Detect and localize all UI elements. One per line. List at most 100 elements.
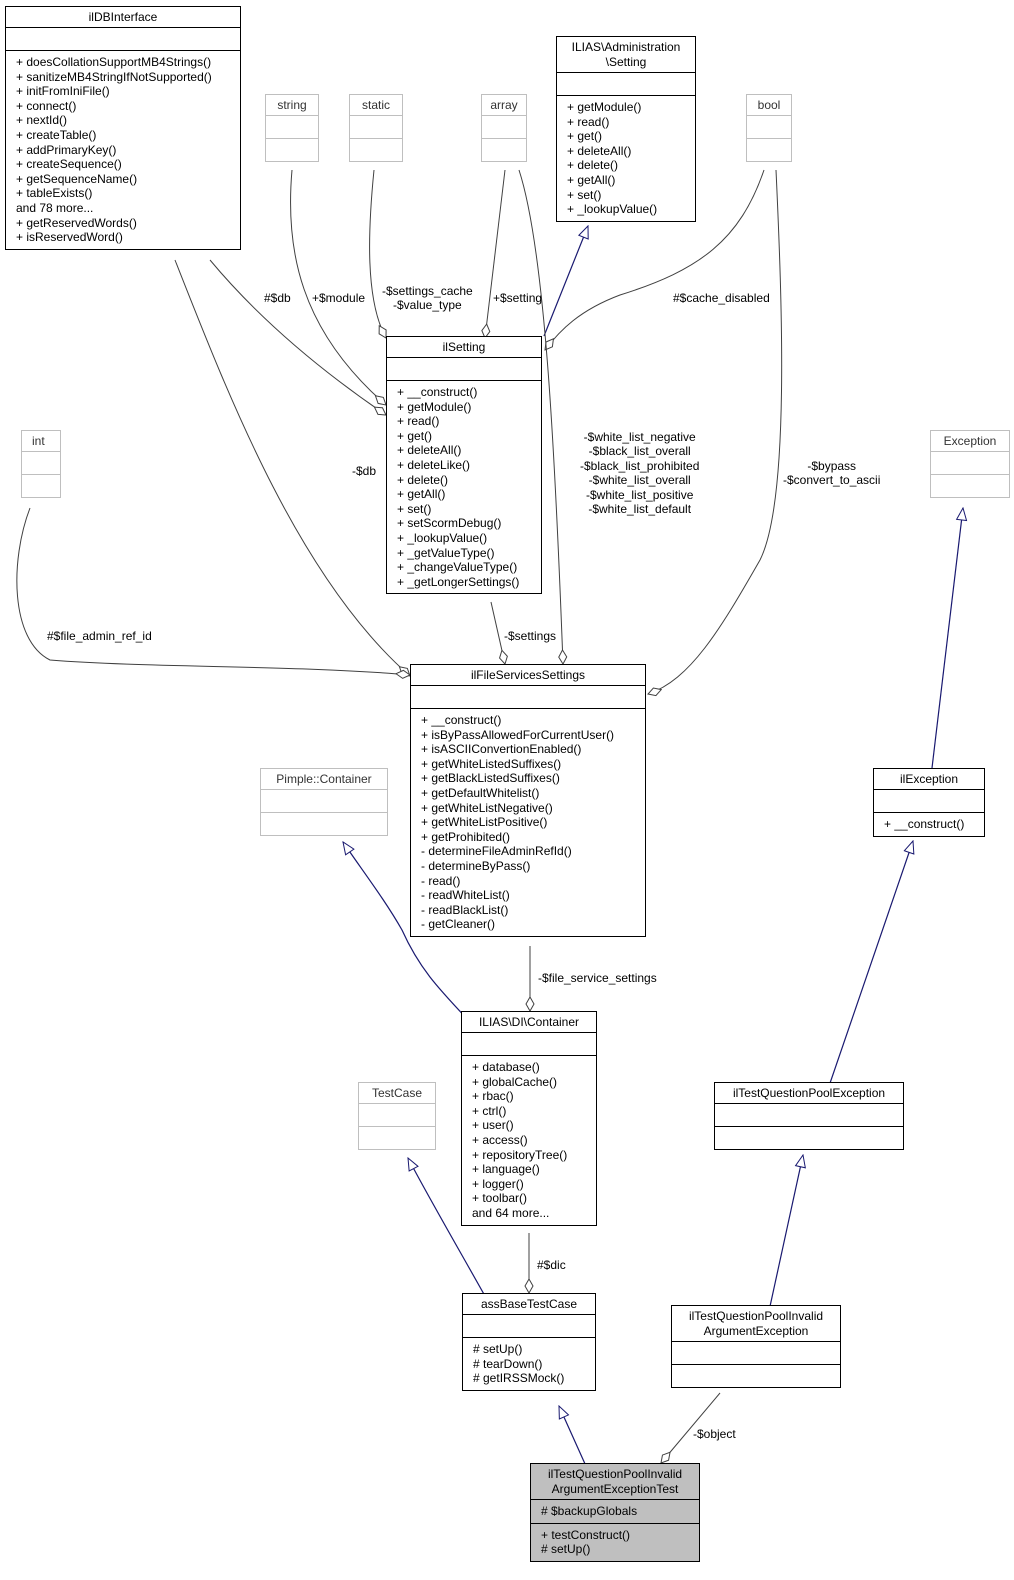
class-attributes: [715, 1104, 903, 1127]
class-member: + getProhibited(): [421, 829, 511, 844]
class-member: + testConstruct(): [541, 1527, 631, 1542]
class-static[interactable]: static: [349, 94, 403, 162]
edge-settings-to-filesettings: [490, 601, 508, 665]
edge-qpool-exception-extends-ilexception: [827, 841, 913, 1090]
class-title: ilException: [874, 769, 984, 790]
class-invalid-arg-exception[interactable]: ilTestQuestionPoolInvalid ArgumentExcept…: [671, 1305, 841, 1388]
class-methods: [266, 139, 318, 161]
class-member: + setScormDebug(): [397, 516, 502, 531]
class-member: + initFromIniFile(): [16, 84, 110, 99]
class-methods: + getModule()+ read()+ get()+ deleteAll(…: [557, 96, 695, 221]
class-title: ILIAS\DI\Container: [462, 1012, 596, 1033]
edge-label-module: +$module: [312, 291, 366, 305]
class-exception[interactable]: Exception: [930, 430, 1010, 498]
class-member: + doesCollationSupportMB4Strings(): [16, 55, 212, 69]
class-member: + sanitizeMB4StringIfNotSupported(): [16, 69, 212, 84]
class-member: - readBlackList(): [421, 902, 509, 917]
edge-invalid-arg-extends-qpool-exception: [768, 1155, 803, 1312]
class-member: + connect(): [16, 98, 77, 113]
class-member: + read(): [567, 114, 610, 129]
edge-label-object: -$object: [693, 1427, 736, 1441]
class-title: string: [266, 95, 318, 116]
class-bool[interactable]: bool: [746, 94, 792, 162]
class-string[interactable]: string: [265, 94, 319, 162]
class-array[interactable]: array: [481, 94, 527, 162]
class-admin-setting[interactable]: ILIAS\Administration \Setting + getModul…: [556, 36, 696, 222]
class-filesettings[interactable]: ilFileServicesSettings + __construct()+ …: [410, 664, 646, 937]
class-member: + toolbar(): [472, 1191, 528, 1206]
class-methods: [747, 139, 791, 161]
class-ilsetting[interactable]: ilSetting + __construct()+ getModule()+ …: [386, 336, 542, 595]
class-attributes: [557, 73, 695, 96]
class-ilexception[interactable]: ilException + __construct(): [873, 768, 985, 837]
class-di-container[interactable]: ILIAS\DI\Container + database()+ globalC…: [461, 1011, 597, 1226]
class-qpool-exception[interactable]: ilTestQuestionPoolException: [714, 1082, 904, 1150]
class-member: + access(): [472, 1132, 528, 1147]
edge-label-db-filesettings: -$db: [352, 464, 377, 478]
edge-db-to-ilsetting: [209, 259, 387, 416]
edge-di-container-extends-pimple: [343, 842, 472, 1024]
class-attributes: [22, 452, 60, 475]
class-member: - readWhiteList(): [421, 888, 510, 903]
class-member: + __construct(): [421, 713, 502, 727]
class-member: + getSequenceName(): [16, 171, 138, 186]
class-methods: [931, 475, 1009, 497]
class-title: ilTestQuestionPoolInvalid ArgumentExcept…: [531, 1464, 699, 1500]
edge-setting-attr-to-ilsetting: [481, 169, 506, 340]
class-title: assBaseTestCase: [463, 1294, 595, 1315]
edge-assbase-extends-testcase: [408, 1158, 491, 1306]
class-attributes: [931, 452, 1009, 475]
edge-bypass-to-filesettings: [647, 169, 783, 697]
class-attributes: [6, 28, 240, 51]
class-title: ilFileServicesSettings: [411, 665, 645, 686]
class-member: # setUp(): [473, 1342, 523, 1356]
class-member: + deleteAll(): [397, 443, 462, 458]
class-ildbinterface[interactable]: ilDBInterface + doesCollationSupportMB4S…: [5, 6, 241, 250]
class-methods: + database()+ globalCache()+ rbac()+ ctr…: [462, 1056, 596, 1225]
class-title: int: [22, 431, 60, 452]
class-int[interactable]: int: [21, 430, 61, 498]
class-member: + _changeValueType(): [397, 560, 518, 575]
class-member: + _lookupValue(): [567, 202, 658, 217]
edge-label-file-service-settings: -$file_service_settings: [538, 971, 657, 985]
class-member: + isASCIIConvertionEnabled(): [421, 742, 582, 757]
class-member: + getWhiteListNegative(): [421, 800, 553, 815]
class-member: + getWhiteListedSuffixes(): [421, 756, 562, 771]
class-title: bool: [747, 95, 791, 116]
class-member: + get(): [567, 129, 603, 144]
class-member: # $backupGlobals: [541, 1504, 638, 1518]
class-member: - getCleaner(): [421, 917, 496, 932]
class-assbasetestcase[interactable]: assBaseTestCase # setUp()# tearDown()# g…: [462, 1293, 596, 1391]
edge-label-settings: -$settings: [504, 629, 557, 643]
class-attributes: [747, 116, 791, 139]
class-member: + createTable(): [16, 127, 97, 142]
class-attributes: [463, 1315, 595, 1338]
class-member: # setUp(): [541, 1542, 591, 1557]
class-member: - determineByPass(): [421, 858, 531, 873]
class-member: + _getLongerSettings(): [397, 574, 520, 589]
class-testcase[interactable]: TestCase: [358, 1082, 436, 1150]
edge-settings-cache-to-ilsetting: [369, 169, 387, 339]
class-methods: [482, 139, 526, 161]
class-member: + isReservedWord(): [16, 230, 123, 245]
class-pimple-container[interactable]: Pimple::Container: [260, 768, 388, 836]
class-member: + delete(): [567, 158, 619, 173]
class-member: + delete(): [397, 472, 449, 487]
class-attributes: [359, 1104, 435, 1127]
class-member: + get(): [397, 428, 433, 443]
class-attributes: [411, 686, 645, 709]
class-member: + isByPassAllowedForCurrentUser(): [421, 727, 615, 742]
class-attributes: [261, 790, 387, 813]
class-methods: + testConstruct()# setUp(): [531, 1524, 699, 1561]
edge-ilexception-extends-exception: [931, 508, 963, 769]
class-title: ilTestQuestionPoolException: [715, 1083, 903, 1104]
class-member: + _getValueType(): [397, 545, 495, 560]
edge-label-file-admin-ref-id: #$file_admin_ref_id: [47, 629, 152, 643]
class-attributes: [672, 1342, 840, 1365]
class-focus-test[interactable]: ilTestQuestionPoolInvalid ArgumentExcept…: [530, 1463, 700, 1562]
class-member: - determineFileAdminRefId(): [421, 844, 572, 859]
class-methods: [350, 139, 402, 161]
class-member: + deleteAll(): [567, 143, 632, 158]
class-member: + getBlackListedSuffixes(): [421, 771, 560, 786]
